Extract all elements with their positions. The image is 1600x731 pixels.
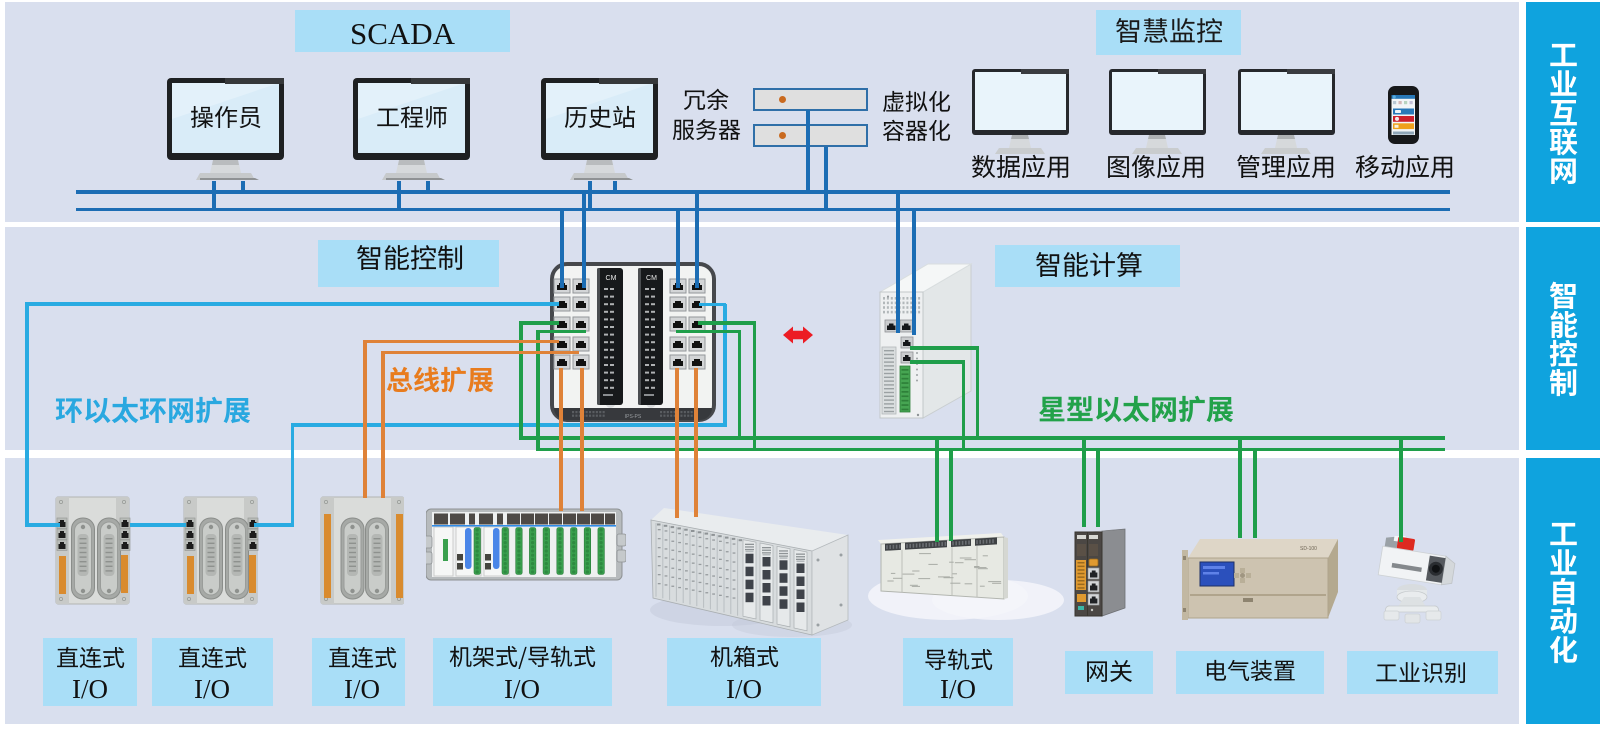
svg-text:CM: CM: [606, 275, 617, 282]
svg-text:IPS-PS: IPS-PS: [625, 414, 642, 420]
svg-text:CM: CM: [646, 275, 657, 282]
svg-text:SD-100: SD-100: [1300, 546, 1317, 552]
